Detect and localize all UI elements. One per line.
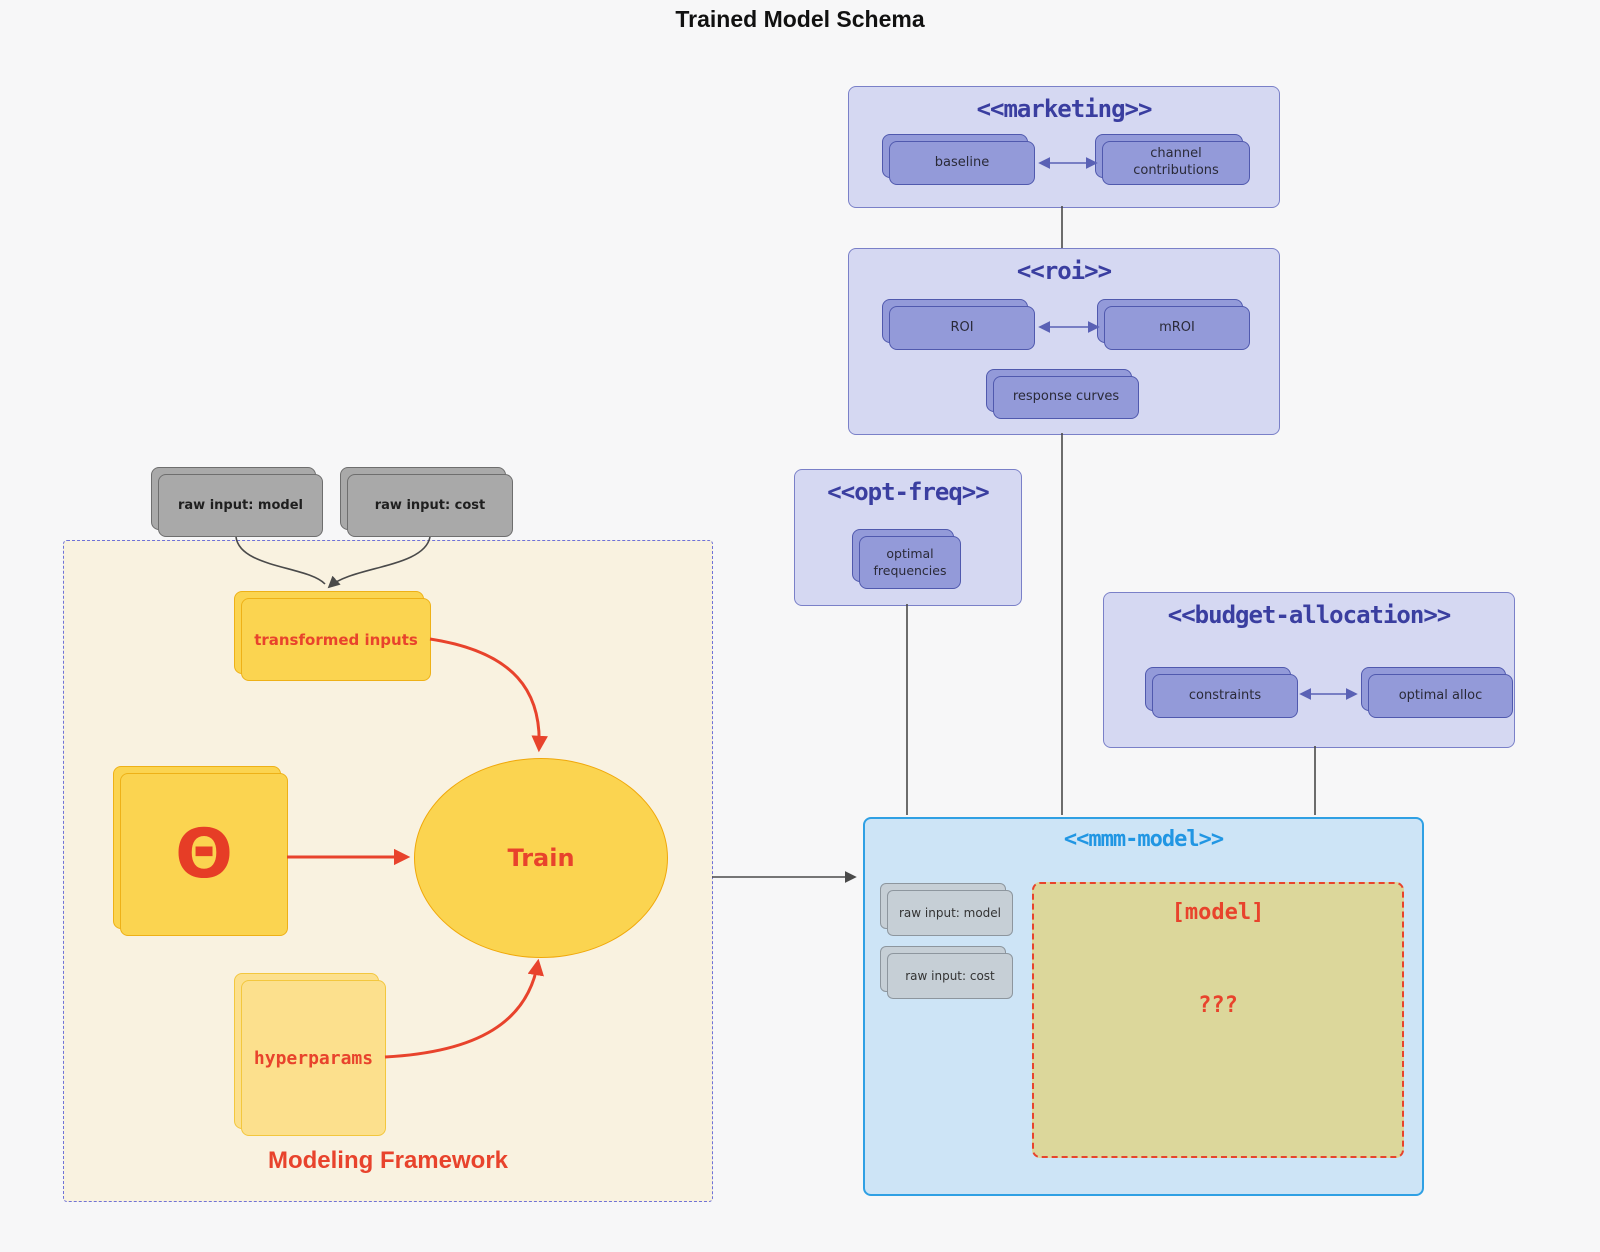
group-budget-allocation: <<budget-allocation>> constraints optima…: [1103, 592, 1515, 748]
node-theta: Θ: [113, 766, 288, 936]
group-roi-title: <<roi>>: [1016, 257, 1112, 285]
group-modeling-framework: transformed inputs Θ Train hyperparams M…: [63, 540, 713, 1202]
node-baseline: baseline: [882, 134, 1035, 185]
node-hyperparams: hyperparams: [234, 973, 386, 1136]
diagram-title: Trained Model Schema: [675, 6, 925, 32]
node-optimal-frequencies: optimal frequencies: [852, 529, 961, 589]
node-raw-input-model: raw input: model: [151, 467, 323, 537]
group-budget-allocation-title: <<budget-allocation>>: [1167, 601, 1451, 629]
group-mmm-model: <<mmm-model>> raw input: model raw input…: [863, 817, 1424, 1196]
node-channel-contributions: channel contributions: [1095, 134, 1250, 185]
group-opt-freq: <<opt-freq>> optimal frequencies: [794, 469, 1022, 606]
node-transformed-inputs: transformed inputs: [234, 591, 431, 681]
node-constraints: constraints: [1145, 667, 1298, 718]
node-train: Train: [414, 758, 668, 958]
node-mroi: mROI: [1097, 299, 1250, 350]
model-placeholder-box: [model] ???: [1032, 882, 1404, 1158]
model-placeholder-title: [model]: [1171, 900, 1265, 925]
node-raw-input-cost: raw input: cost: [340, 467, 513, 537]
group-opt-freq-title: <<opt-freq>>: [827, 478, 989, 506]
group-marketing-title: <<marketing>>: [976, 95, 1153, 123]
node-train-label: Train: [507, 844, 575, 872]
group-modeling-framework-title: Modeling Framework: [267, 1147, 509, 1174]
node-mmm-raw-input-model: raw input: model: [880, 883, 1013, 936]
node-response-curves: response curves: [986, 369, 1139, 419]
group-marketing: <<marketing>> baseline channel contribut…: [848, 86, 1280, 208]
model-placeholder-unknown: ???: [1198, 993, 1238, 1018]
group-mmm-model-title: <<mmm-model>>: [1063, 827, 1224, 852]
node-roi: ROI: [882, 299, 1035, 350]
node-mmm-raw-input-cost: raw input: cost: [880, 946, 1013, 999]
group-roi: <<roi>> ROI mROI response curves: [848, 248, 1280, 435]
node-optimal-alloc: optimal alloc: [1361, 667, 1513, 718]
